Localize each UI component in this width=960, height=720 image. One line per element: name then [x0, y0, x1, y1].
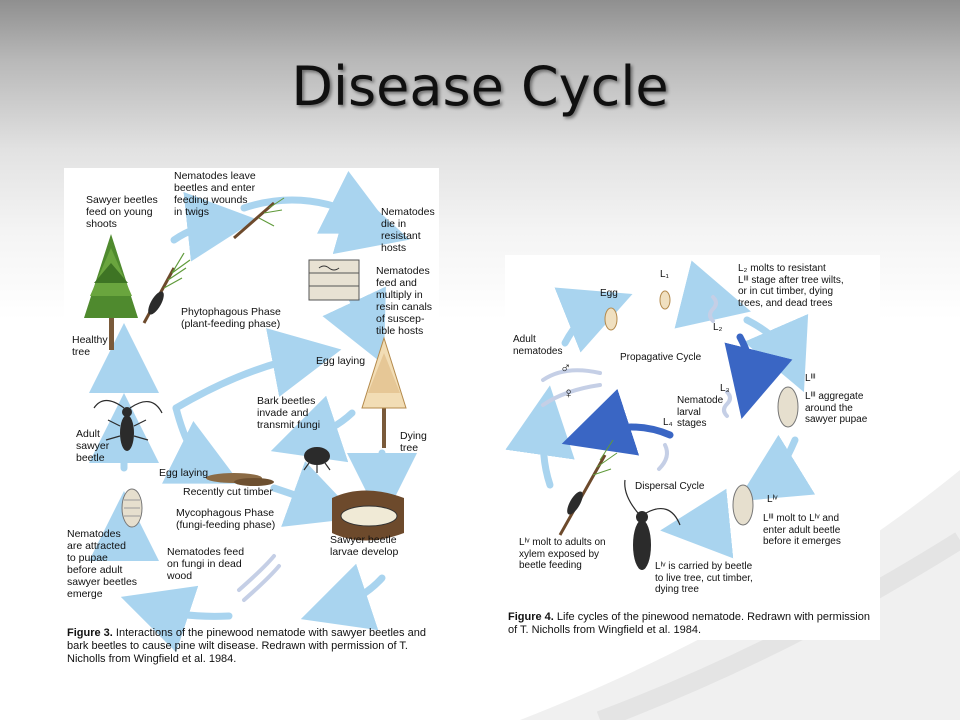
inner-cycle-arrows: [561, 333, 793, 456]
label-larvae-develop: Sawyer beetle larvae develop: [330, 534, 399, 558]
slide-title: Disease Cycle: [291, 55, 669, 118]
nematode-worms: [541, 295, 732, 471]
label-liii-aggregate: Lᴵᴵᴵ aggregate around the sawyer pupae: [805, 391, 868, 425]
label-nematodes-feed-multiply: Nematodes feed and multiply in resin can…: [376, 265, 433, 337]
label-recently-cut-timber: Recently cut timber: [183, 486, 273, 498]
label-dispersal-cycle: Dispersal Cycle: [635, 481, 705, 492]
dying-tree-drawing: [361, 336, 407, 448]
adult-beetle-drawing: [624, 479, 681, 570]
label-liv: Lᴵᵛ: [767, 494, 778, 505]
male-symbol: ♂: [560, 360, 572, 377]
label-sawyer-feed: Sawyer beetles feed on young shoots: [86, 194, 158, 230]
label-healthy-tree: Healthy tree: [72, 334, 108, 358]
label-l1: L₁: [660, 269, 669, 280]
figure4-caption-label: Figure 4.: [508, 611, 554, 623]
pine-shoot-beetle: [142, 252, 191, 324]
healthy-tree-drawing: [84, 234, 138, 350]
label-attracted-pupae: Nematodes are attracted to pupae before …: [67, 528, 138, 600]
shoot-beetle-drawing: [558, 439, 618, 536]
label-adult-nematodes: Adult nematodes: [513, 334, 563, 357]
label-egg: Egg: [600, 288, 618, 299]
label-nematodes-die: Nematodes die in resistant hosts: [381, 206, 435, 254]
figure3-caption: Figure 3. Interactions of the pinewood n…: [67, 627, 433, 666]
label-l2: L₂: [713, 322, 723, 333]
pupa-drawings: [732, 386, 799, 526]
figure4-caption: Figure 4. Life cycles of the pinewood ne…: [508, 611, 880, 637]
label-nematodes-leave: Nematodes leave beetles and enter feedin…: [174, 170, 256, 218]
label-phytophagous-phase: Phytophagous Phase (plant-feeding phase): [181, 306, 281, 330]
label-liii-molt: Lᴵᴵᴵ molt to Lᴵᵛ and enter adult beetle …: [763, 513, 841, 547]
label-liii: Lᴵᴵᴵ: [805, 373, 816, 384]
nematodes-drawing: [237, 554, 281, 602]
egg-drawing: [604, 307, 618, 331]
cut-timber-drawing: [206, 473, 274, 486]
label-adult-sawyer: Adult sawyer beetle: [76, 428, 110, 464]
pupa-drawing: [121, 488, 143, 528]
label-liv-molt-adults: Lᴵᵛ molt to adults on xylem exposed by b…: [519, 537, 606, 571]
label-l3: L₃: [720, 383, 730, 394]
figure3-panel: Sawyer beetles feed on young shoots Nema…: [64, 168, 439, 675]
label-dying-tree: Dying tree: [400, 430, 427, 454]
larva-drawing: [332, 490, 404, 541]
twig-drawing: [233, 197, 285, 240]
figure3-illustration: [84, 171, 417, 653]
label-feed-fungi: Nematodes feed on fungi in dead wood: [167, 546, 245, 582]
label-egg-laying-top: Egg laying: [316, 355, 366, 367]
label-l2-molts: L₂ molts to resistant Lᴵᴵᴵ stage after t…: [738, 263, 844, 309]
bark-beetle-drawing: [303, 447, 331, 473]
wood-block-drawing: [308, 259, 360, 301]
label-egg-laying-low: Egg laying: [159, 467, 209, 479]
figure3-caption-label: Figure 3.: [67, 627, 113, 639]
label-nematode-larval-stages: Nematode larval stages: [677, 395, 724, 429]
label-mycophagous-phase: Mycophagous Phase (fungi-feeding phase): [176, 507, 276, 531]
figure3-caption-text: Interactions of the pinewood nematode wi…: [67, 627, 426, 665]
figure4-illustration: [505, 260, 816, 570]
l1-egg-drawing: [659, 290, 671, 310]
label-propagative-cycle: Propagative Cycle: [620, 352, 702, 363]
female-symbol: ♀: [563, 385, 575, 402]
label-liv-carried: Lᴵᵛ is carried by beetle to live tree, c…: [655, 561, 753, 595]
sawyer-beetle-drawing: [93, 399, 163, 451]
label-bark-beetles: Bark beetles invade and transmit fungi: [257, 395, 321, 431]
figure4-caption-text: Life cycles of the pinewood nematode. Re…: [508, 611, 870, 636]
figure4-panel: Egg L₁ L₂ L₂ molts to resistant Lᴵᴵᴵ sta…: [505, 255, 880, 640]
label-l4: L₄: [663, 417, 673, 428]
